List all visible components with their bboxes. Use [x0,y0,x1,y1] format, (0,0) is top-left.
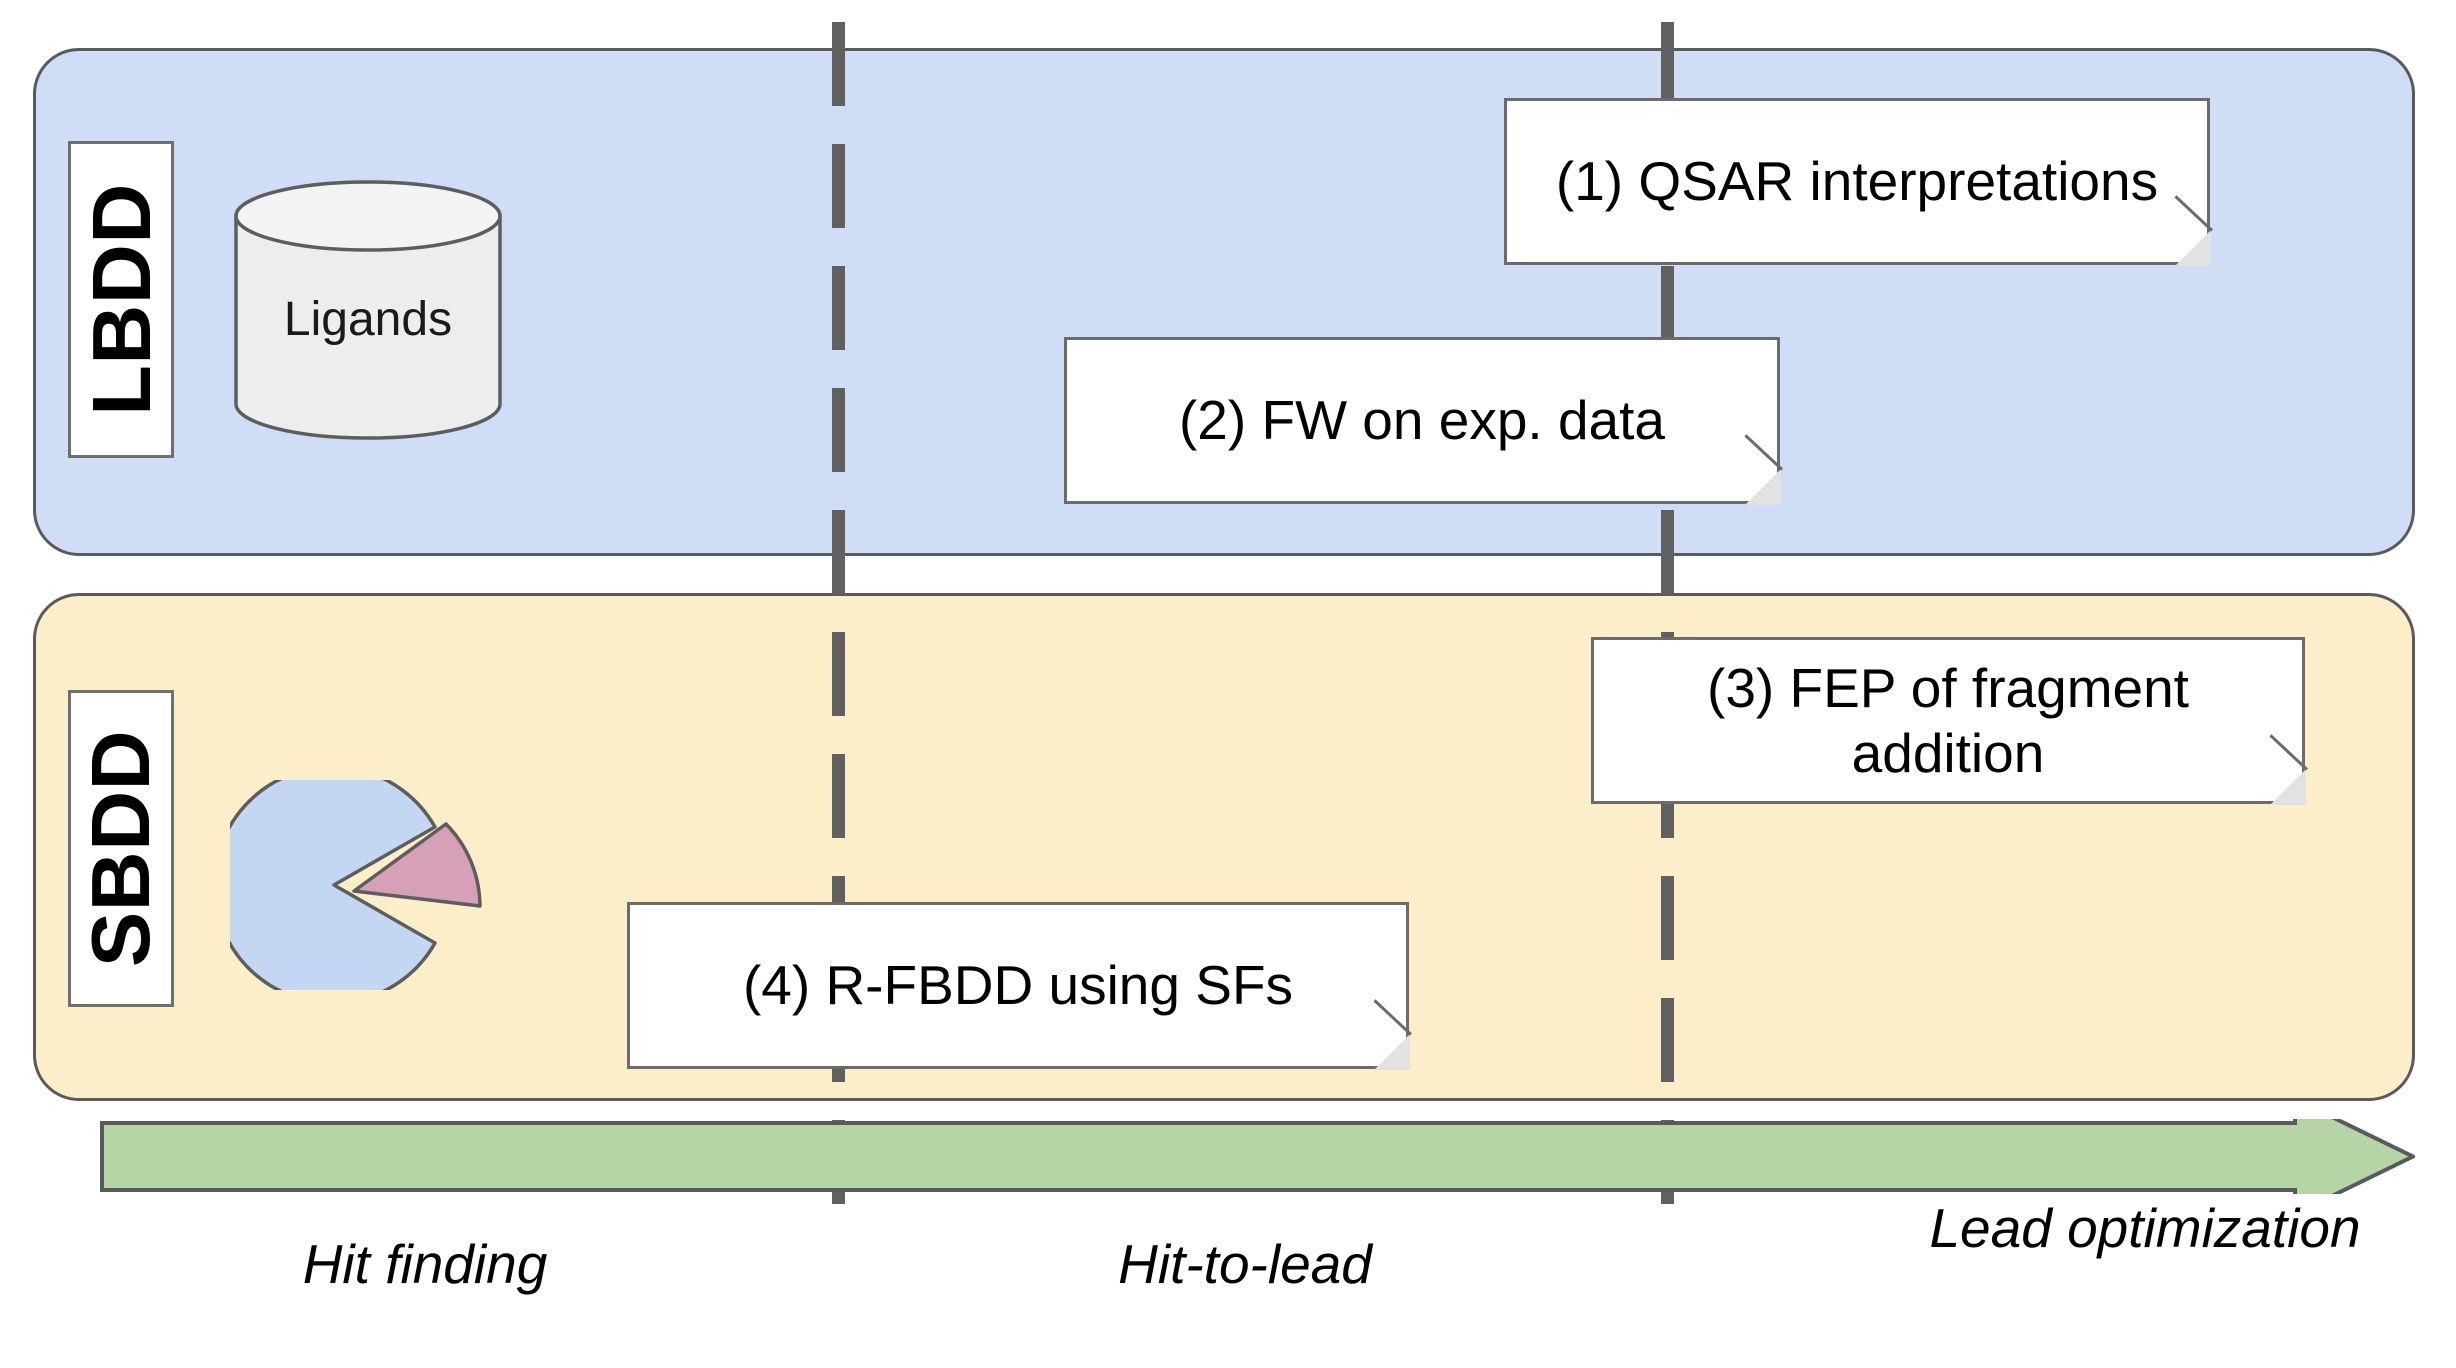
note-card-body [1591,637,2305,804]
database-cylinder-label: Ligands [283,293,453,346]
phase-caption-hit-to-lead: Hit-to-lead [1118,1233,1372,1295]
note-card-text: (2) FW on exp. data [1178,389,1666,452]
protein-pocket-icon [230,780,502,990]
panel-label-sbdd: SBDD [68,690,174,1007]
note-card-qsar-interpretations[interactable]: (1) QSAR interpretations [1504,98,2214,266]
page-fold-icon [1745,469,1781,505]
note-card-text: (3) FEP of fragment addition [1707,656,2189,784]
database-cylinder-icon: Ligands [232,180,504,440]
note-card-text: (1) QSAR interpretations [1555,150,2159,213]
phase-caption-lead-optimization: Lead optimization [1929,1197,2361,1259]
panel-label-sbdd-text: SBDD [74,729,168,968]
note-card-body [1504,98,2210,265]
note-card-body [627,902,1409,1069]
page-fold-icon [2175,230,2211,266]
panel-label-lbdd: LBDD [68,141,174,458]
panel-label-lbdd-text: LBDD [74,183,168,416]
note-card-text: (4) R-FBDD using SFs [742,954,1294,1017]
page-fold-icon [2270,769,2306,805]
timeline-arrow-icon [100,1119,2415,1194]
note-card-r-fbdd-using-sfs[interactable]: (4) R-FBDD using SFs [627,902,1413,1070]
phase-divider-hit-to-lead [1661,22,1674,1218]
page-fold-icon [1374,1034,1410,1070]
note-card-body [1064,337,1780,504]
note-card-fw-on-exp-data[interactable]: (2) FW on exp. data [1064,337,1784,505]
note-card-fep-of-fragment-addition[interactable]: (3) FEP of fragment addition [1591,637,2309,805]
phase-caption-hit-finding: Hit finding [302,1233,548,1295]
